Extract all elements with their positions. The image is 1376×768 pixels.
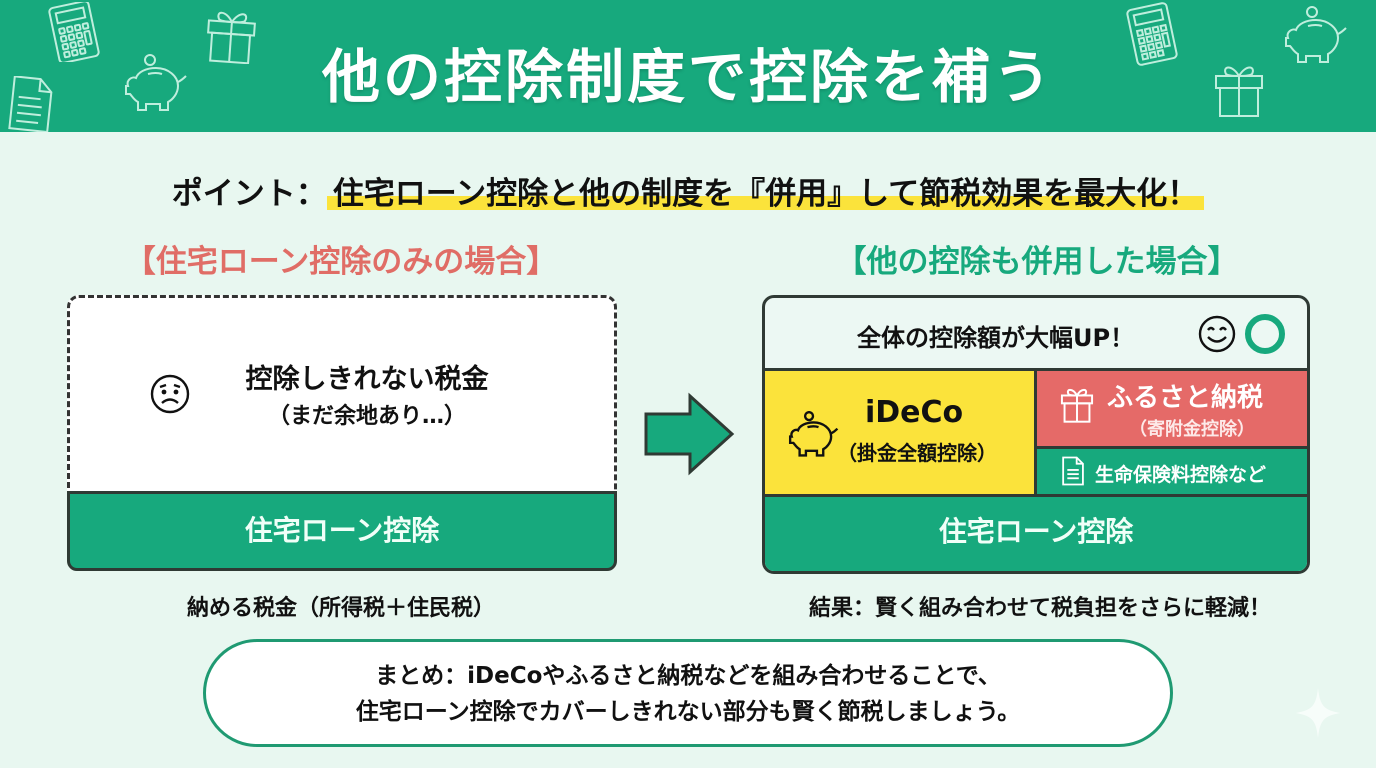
calculator-icon [46, 2, 102, 62]
point-highlight: 住宅ローン控除と他の制度を『併用』して節税効果を最大化！ [326, 176, 1205, 212]
housing-loan-deduction-bar: 住宅ローン控除 [765, 494, 1307, 571]
unused-tax-message: 控除しきれない税金 （まだ余地あり…） [67, 357, 617, 430]
header-banner: 他の控除制度で控除を補う [0, 0, 1376, 132]
point-prefix: ポイント： [171, 176, 327, 212]
right-case-title: 【他の控除も併用した場合】 [835, 244, 1239, 280]
housing-loan-deduction-bar: 住宅ローン控除 [67, 491, 617, 571]
unused-tax-sub: （まだ余地あり…） [267, 404, 466, 429]
worried-face-icon [149, 373, 191, 419]
summary-box: まとめ：iDeCoやふるさと納税などを組み合わせることで、 住宅ローン控除でカバ… [203, 639, 1173, 747]
right-case-diagram: 全体の控除額が大幅UP！ iDeCo （掛金全額控除） ふるさと納税 （寄附金控… [762, 295, 1310, 574]
furusato-name: ふるさと納税 [1107, 383, 1264, 413]
deduction-up-row: 全体の控除額が大幅UP！ [765, 298, 1307, 368]
summary-line-2: 住宅ローン控除でカバーしきれない部分も賢く節税しましょう。 [355, 699, 1021, 725]
life-insurance-block: 生命保険料控除など [1037, 446, 1307, 494]
sparkle-icon [1296, 688, 1340, 742]
right-caption: 結果：賢く組み合わせて税負担をさらに軽減！ [808, 596, 1271, 621]
smile-face-icon [1197, 314, 1237, 360]
ideco-block: iDeCo （掛金全額控除） [765, 368, 1037, 494]
left-case-title: 【住宅ローン控除のみの場合】 [124, 244, 558, 280]
life-insurance-text: 生命保険料控除など [1095, 464, 1267, 486]
piggy-bank-icon [787, 410, 839, 463]
arrow-right-icon [642, 392, 738, 480]
point-statement: ポイント：住宅ローン控除と他の制度を『併用』して節税効果を最大化！ [0, 168, 1376, 213]
page-title: 他の控除制度で控除を補う [321, 43, 1054, 111]
left-case-diagram: 控除しきれない税金 （まだ余地あり…） 住宅ローン控除 [67, 295, 617, 573]
left-caption: 納める税金（所得税＋住民税） [186, 596, 495, 621]
circle-ok-icon [1245, 314, 1285, 354]
gift-icon [1212, 60, 1266, 118]
ideco-sub: （掛金全額控除） [837, 441, 997, 465]
piggy-bank-icon [122, 54, 188, 114]
unused-tax-area [67, 295, 617, 495]
gift-icon [204, 6, 258, 64]
calculator-icon [1124, 2, 1180, 66]
furusato-block: ふるさと納税 （寄附金控除） [1037, 368, 1307, 446]
document-icon [4, 76, 54, 132]
unused-tax-main: 控除しきれない税金 [245, 364, 489, 395]
gift-icon [1059, 385, 1095, 427]
document-icon [1059, 455, 1085, 492]
deduction-up-text: 全体の控除額が大幅UP！ [857, 324, 1135, 352]
furusato-sub: （寄附金控除） [1129, 419, 1255, 440]
summary-line-1: まとめ：iDeCoやふるさと納税などを組み合わせることで、 [375, 663, 1001, 689]
ideco-name: iDeCo [865, 395, 964, 430]
piggy-bank-icon [1282, 6, 1348, 66]
